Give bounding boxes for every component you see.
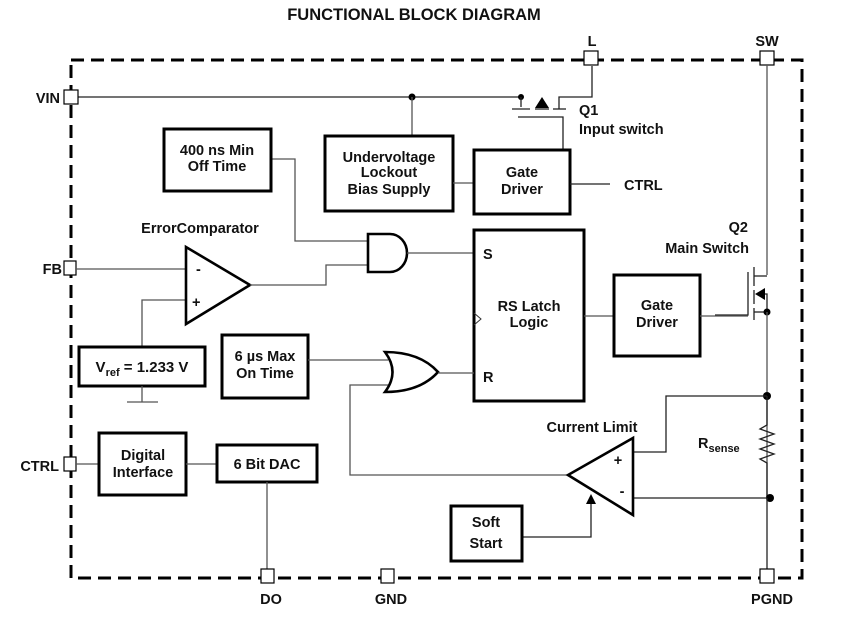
error-comparator: [184, 244, 253, 327]
chip-boundary: [69, 58, 804, 580]
pin-pgnd-label: PGND: [751, 592, 793, 608]
latch-r-label: R: [483, 370, 494, 386]
q2-transistor-icon: [715, 267, 771, 320]
pin-pgnd[interactable]: [759, 568, 775, 584]
pin-l[interactable]: [583, 50, 599, 66]
gate-driver-q2-block: [612, 273, 702, 358]
pin-sw[interactable]: [759, 50, 775, 66]
uvlo-line-2: Lockout: [361, 165, 418, 181]
min-off-wire: [272, 158, 368, 242]
pin-do-label: DO: [260, 592, 282, 608]
uvlo-line-3: Bias Supply: [348, 182, 431, 198]
diagram-title: FUNCTIONAL BLOCK DIAGRAM: [287, 6, 541, 24]
min-off-line-1: 400 ns Min: [180, 143, 254, 159]
gate-driver-q1-line-1: Gate: [506, 165, 538, 181]
error-minus-sign: -: [196, 262, 201, 278]
dac-label: 6 Bit DAC: [234, 457, 301, 473]
vref-label: Vref = 1.233 V: [96, 359, 189, 379]
error-plus-sign: +: [192, 295, 200, 311]
digital-interface-line-2: Interface: [113, 465, 173, 481]
error-comparator-label: ErrorComparator: [141, 221, 259, 237]
rs-latch-line-1: RS Latch: [498, 299, 561, 315]
min-off-line-2: Off Time: [188, 159, 247, 175]
q1-desc: Input switch: [579, 122, 664, 138]
pin-fb[interactable]: [63, 260, 77, 276]
max-on-line-2: On Time: [236, 366, 294, 382]
soft-start-block: [449, 504, 524, 563]
current-limit-comparator: [565, 435, 635, 518]
pin-do[interactable]: [260, 568, 275, 584]
current-limit-minus-sign: -: [620, 484, 625, 500]
current-limit-out-wire: [349, 384, 567, 476]
pin-vin-label: VIN: [36, 91, 60, 107]
soft-start-arrow-icon: [586, 494, 596, 504]
pin-ctrl[interactable]: [63, 456, 77, 472]
pin-l-label: L: [588, 34, 597, 50]
digital-interface-block: [97, 431, 188, 497]
pin-vin[interactable]: [63, 89, 79, 105]
max-on-line-1: 6 µs Max: [235, 349, 296, 365]
pin-sw-label: SW: [755, 34, 779, 50]
pin-ctrl-label: CTRL: [20, 459, 59, 475]
rsense-label: Rsense: [698, 436, 740, 455]
uvlo-line-1: Undervoltage: [343, 150, 436, 166]
q2-desc: Main Switch: [665, 241, 749, 257]
min-off-time-block: [162, 127, 273, 193]
gate-driver-q2-line-2: Driver: [636, 315, 678, 331]
and-gate: [366, 232, 409, 274]
current-limit-label: Current Limit: [546, 420, 637, 436]
current-limit-plus-wire: [633, 395, 767, 453]
pin-gnd-label: GND: [375, 592, 407, 608]
ground-icon: [127, 386, 158, 403]
pin-gnd[interactable]: [380, 568, 395, 584]
rs-latch-block: [472, 228, 586, 403]
dac-block: [215, 443, 319, 484]
gate-driver-q1-block: [472, 148, 572, 216]
error-out-wire: [250, 264, 368, 286]
gate-driver-q2-line-1: Gate: [641, 298, 673, 314]
q1-transistor-icon: [512, 66, 593, 150]
clock-input-icon: [473, 312, 482, 326]
max-on-time-block: [220, 333, 310, 400]
q2-label: Q2: [729, 220, 748, 236]
vref-wire: [141, 299, 185, 346]
rs-latch-line-2: Logic: [510, 315, 549, 331]
current-limit-plus-sign: +: [614, 453, 622, 469]
or-gate: [382, 350, 440, 394]
gate-driver-q1-line-2: Driver: [501, 182, 543, 198]
soft-start-wire: [522, 503, 592, 538]
soft-start-line-2: Start: [469, 536, 502, 552]
q1-label: Q1: [579, 103, 598, 119]
pin-fb-label: FB: [43, 262, 62, 278]
ctrl-right-label: CTRL: [624, 178, 663, 194]
soft-start-line-1: Soft: [472, 515, 500, 531]
uvlo-block: [323, 134, 455, 213]
pgnd-junction: [766, 494, 774, 502]
latch-s-label: S: [483, 247, 493, 263]
digital-interface-line-1: Digital: [121, 448, 165, 464]
